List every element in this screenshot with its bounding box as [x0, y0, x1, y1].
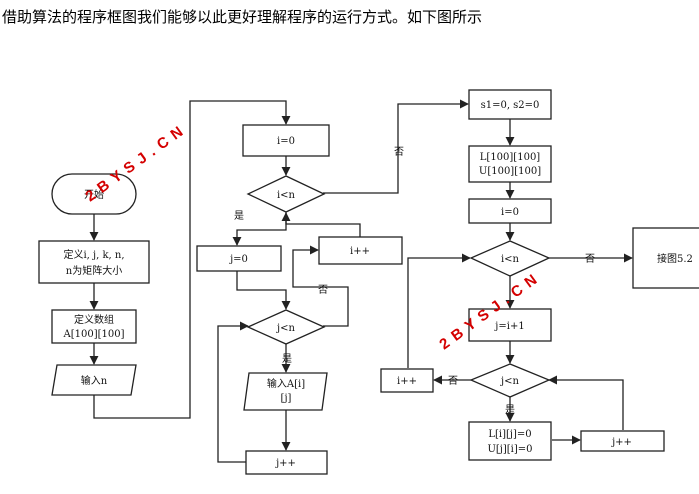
edge-label-right-cond-j-no: 否 [448, 375, 458, 387]
define-vars-line-1: 定义i, j, k, n, [63, 248, 124, 261]
node-right-i0: i=0 [468, 198, 552, 224]
right-lu-init-line-1: L[i][j]=0 [488, 429, 531, 440]
edge-left-cond-j-no [292, 245, 349, 327]
node-define-vars: 定义i, j, k, n, n为矩阵大小 [38, 240, 150, 284]
node-input-n: 输入n [51, 364, 137, 396]
define-array-line-1: 定义数组 [74, 313, 114, 326]
edge-left-j0-to-cond-j [236, 271, 291, 310]
right-s-init-label: s1=0, s2=0 [481, 100, 540, 111]
edge-label-right-cond-i-no: 否 [585, 253, 595, 265]
left-cond-j-label: j<n [276, 323, 295, 334]
edge-left-iinc-back [281, 212, 361, 237]
right-goto-label: 接图5.2 [657, 252, 693, 265]
node-left-iinc: i++ [318, 236, 403, 265]
edge-left-jinc-back [217, 321, 249, 463]
define-array-line-2: A[100][100] [62, 329, 124, 340]
edge-label-left-cond-j-yes: 是 [282, 353, 292, 365]
left-jinc-label: j++ [275, 458, 296, 469]
left-input-aij-line-1: 输入A[i] [267, 377, 305, 390]
node-start: 开始 [51, 173, 137, 215]
node-left-cond-j: j<n [246, 309, 326, 345]
node-right-goto: 接图5.2 [632, 227, 699, 289]
node-left-cond-i: i<n [246, 175, 326, 213]
edge-label-left-cond-j-no: 否 [318, 284, 328, 296]
edge-left-cond-i-yes [232, 212, 287, 246]
node-right-cond-i: i<n [469, 240, 551, 277]
right-j-init-label: j=i+1 [494, 321, 524, 332]
define-vars-line-2: n为矩阵大小 [66, 264, 122, 277]
start-label: 开始 [84, 188, 104, 201]
node-define-array: 定义数组 A[100][100] [51, 309, 137, 344]
node-right-cond-j: j<n [469, 363, 551, 398]
left-iinc-label: i++ [350, 246, 370, 257]
edge-input-n-to-left-i0 [93, 100, 291, 419]
right-jinc-label: j++ [611, 437, 632, 448]
node-left-input-aij: 输入A[i] [j] [243, 372, 328, 411]
node-right-lu-init: L[i][j]=0 U[j][i]=0 [468, 421, 552, 461]
edge-label-left-cond-i-no: 否 [394, 146, 404, 158]
edge-label-left-cond-i-yes: 是 [234, 210, 244, 222]
right-cond-j-label: j<n [500, 376, 519, 387]
intro-text: 借助算法的程序框图我们能够以此更好理解程序的运行方式。如下图所示 [2, 8, 483, 26]
node-right-j-init: j=i+1 [468, 308, 552, 342]
node-right-iinc: i++ [380, 368, 434, 393]
node-left-j0: j=0 [196, 245, 282, 272]
node-left-i0: i=0 [242, 124, 330, 157]
left-input-aij-line-2: [j] [281, 393, 292, 404]
edge-label-right-cond-j-yes: 是 [505, 404, 515, 416]
edge-left-cond-i-no [323, 99, 469, 194]
right-lu-line-2: U[100][100] [479, 166, 541, 177]
input-n-label: 输入n [81, 374, 108, 387]
edge-labels: 否 是 否 是 否 否 是 [234, 146, 595, 416]
node-right-lu: L[100][100] U[100][100] [468, 145, 552, 183]
node-right-s-init: s1=0, s2=0 [468, 89, 552, 120]
right-lu-line-1: L[100][100] [480, 152, 541, 163]
edges [89, 99, 633, 463]
edge-right-iinc-back [407, 253, 471, 368]
right-iinc-label: i++ [397, 376, 417, 387]
right-i0-label: i=0 [501, 207, 519, 218]
left-i0-label: i=0 [277, 136, 295, 147]
node-left-jinc: j++ [245, 450, 328, 475]
left-cond-i-label: i<n [277, 190, 296, 201]
left-j0-label: j=0 [229, 254, 248, 265]
edge-right-jinc-back [548, 375, 624, 430]
node-right-jinc: j++ [580, 430, 665, 452]
right-cond-i-label: i<n [501, 254, 520, 265]
right-lu-init-line-2: U[j][i]=0 [487, 444, 532, 455]
